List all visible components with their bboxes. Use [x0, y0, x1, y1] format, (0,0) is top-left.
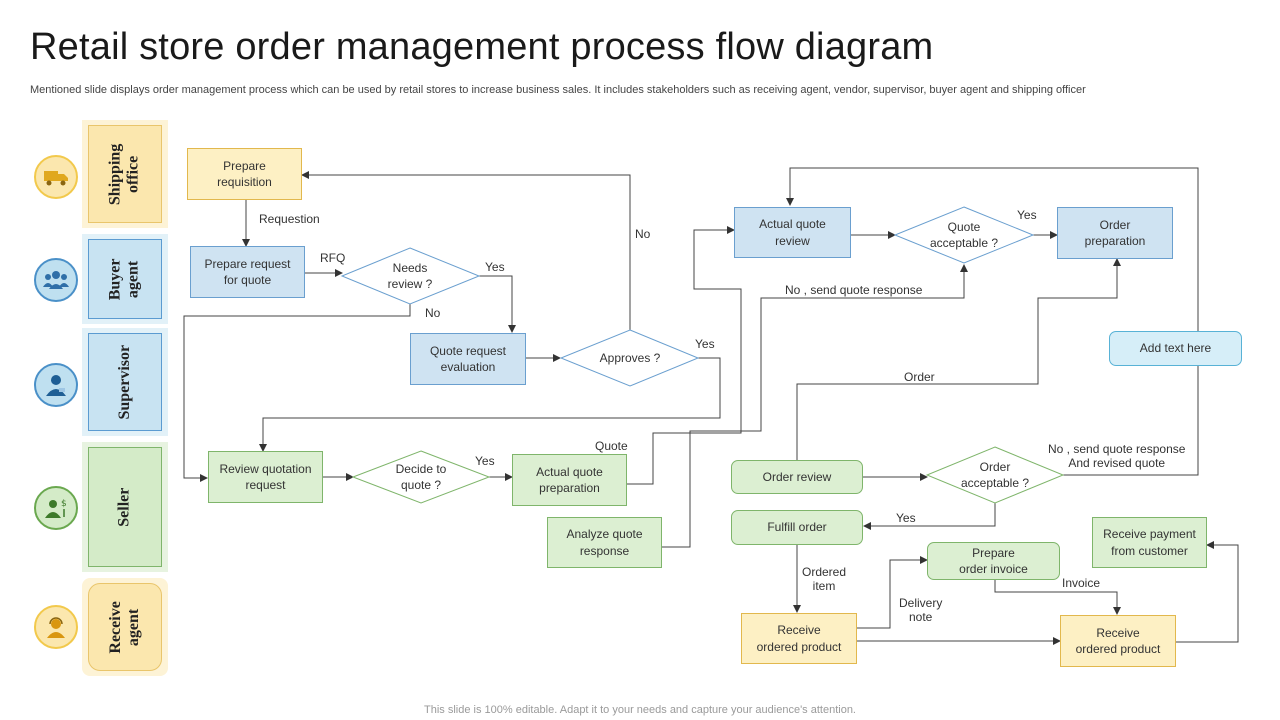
diamond-decide [351, 450, 491, 504]
shipping-truck-icon [34, 155, 78, 199]
node-approves: Approves ? [572, 346, 688, 370]
edge-label-rfq: RFQ [320, 251, 346, 265]
edge-needs-review-yes [479, 275, 516, 333]
edge-label-delivery-note: Delivery note [899, 596, 943, 625]
edge-approves-no [301, 171, 631, 330]
node-order-acceptable: Order acceptable ? [937, 453, 1053, 497]
node-label: Analyze quote response [566, 527, 643, 558]
edge-label-yes-order: Yes [896, 511, 916, 525]
diamond-approves [559, 329, 700, 387]
node-label: Order review [762, 469, 832, 484]
node-quote-acceptable: Quote acceptable ? [906, 213, 1022, 257]
node-label: Actual quote review [759, 217, 826, 248]
edge-order-acceptable-no [786, 167, 1199, 476]
node-label: Prepare requisition [217, 158, 272, 189]
node-receive-ordered-product-1: Receive ordered product [741, 613, 857, 664]
node-prepare-requisition: Prepare requisition [187, 148, 302, 200]
node-label: Approves ? [599, 350, 661, 365]
node-add-text-here[interactable]: Add text here [1109, 331, 1242, 366]
page-subtitle: Mentioned slide displays order managemen… [30, 84, 1086, 96]
node-receive-ordered-product-2: Receive ordered product [1060, 615, 1176, 667]
edge-label-requestion: Requestion [259, 212, 320, 226]
page-footer: This slide is 100% editable. Adapt it to… [424, 704, 856, 716]
node-label: Add text here [1139, 341, 1212, 356]
svg-text:$: $ [61, 499, 67, 509]
node-label: Quote request evaluation [429, 343, 507, 374]
node-label: Review quotation request [219, 461, 312, 492]
edge-label-order: Order [904, 370, 935, 384]
node-needs-review: Needs review ? [352, 254, 468, 298]
node-label: Receive ordered product [1075, 625, 1161, 656]
edge-invoice-to-receive2 [994, 580, 1121, 615]
node-actual-quote-review: Actual quote review [734, 207, 851, 258]
node-order-preparation: Order preparation [1057, 207, 1173, 259]
node-label: Needs review ? [387, 260, 433, 291]
lane-seller: Seller [82, 442, 168, 572]
node-review-quotation-request: Review quotation request [208, 451, 323, 503]
edge-label-invoice: Invoice [1062, 576, 1101, 590]
node-decide-to-quote: Decide to quote ? [363, 455, 479, 499]
group-people-icon [34, 258, 78, 302]
edge-label-no-send-revised: No , send quote response And revised quo… [1048, 442, 1186, 471]
edge-approves-yes [259, 357, 721, 452]
node-analyze-quote-response: Analyze quote response [547, 517, 662, 568]
edge-receive-to-invoice [857, 556, 928, 629]
node-label: Prepare order invoice [959, 545, 1028, 576]
node-receive-payment: Receive payment from customer [1092, 517, 1207, 568]
node-label: Receive payment from customer [1103, 527, 1196, 558]
diamond-quote-acceptable [893, 206, 1035, 264]
diamond-needs-review [340, 247, 481, 305]
node-label: Order acceptable ? [960, 459, 1030, 490]
diamond-order-acceptable [925, 446, 1065, 504]
edge-label-yes-needs: Yes [485, 260, 505, 274]
node-label: Receive ordered product [756, 623, 842, 654]
edge-label-ordered-item: Ordered item [802, 565, 847, 594]
edge-needs-review-no [183, 304, 411, 482]
edge-label-no-approves: No [635, 227, 651, 241]
node-label: Actual quote preparation [536, 464, 603, 495]
edge-analyze-to-acceptable [662, 264, 968, 548]
edge-label-no-send-quote-response: No , send quote response [785, 283, 923, 297]
node-quote-request-evaluation: Quote request evaluation [410, 333, 526, 385]
node-label: Fulfill order [767, 520, 827, 535]
node-label: Quote acceptable ? [929, 219, 999, 250]
lane-supervisor: Supervisor [82, 328, 168, 436]
node-label: Decide to quote ? [395, 461, 447, 492]
node-actual-quote-preparation: Actual quote preparation [512, 454, 627, 506]
edge-label-yes-decide: Yes [475, 454, 495, 468]
edge-label-no-needs: No [425, 306, 441, 320]
supervisor-icon [34, 363, 78, 407]
node-fulfill-order: Fulfill order [731, 510, 863, 545]
node-label: Prepare request for quote [204, 256, 291, 287]
edge-label-yes-approves: Yes [695, 337, 715, 351]
edge-receive2-to-payment [1176, 541, 1239, 643]
page-title: Retail store order management process fl… [30, 26, 934, 68]
edge-order-acceptable-yes [863, 503, 996, 530]
edge-quote-to-review [627, 226, 742, 485]
edge-label-quote: Quote [595, 439, 628, 453]
node-order-review: Order review [731, 460, 863, 494]
edge-order-to-preparation [796, 258, 1121, 460]
node-prepare-order-invoice: Prepare order invoice [927, 542, 1060, 580]
node-label: Order preparation [1084, 217, 1146, 248]
edge-label-yes-quote: Yes [1017, 208, 1037, 222]
node-prepare-request-quote: Prepare request for quote [190, 246, 305, 298]
headset-agent-icon [34, 605, 78, 649]
seller-icon: $ [34, 486, 78, 530]
